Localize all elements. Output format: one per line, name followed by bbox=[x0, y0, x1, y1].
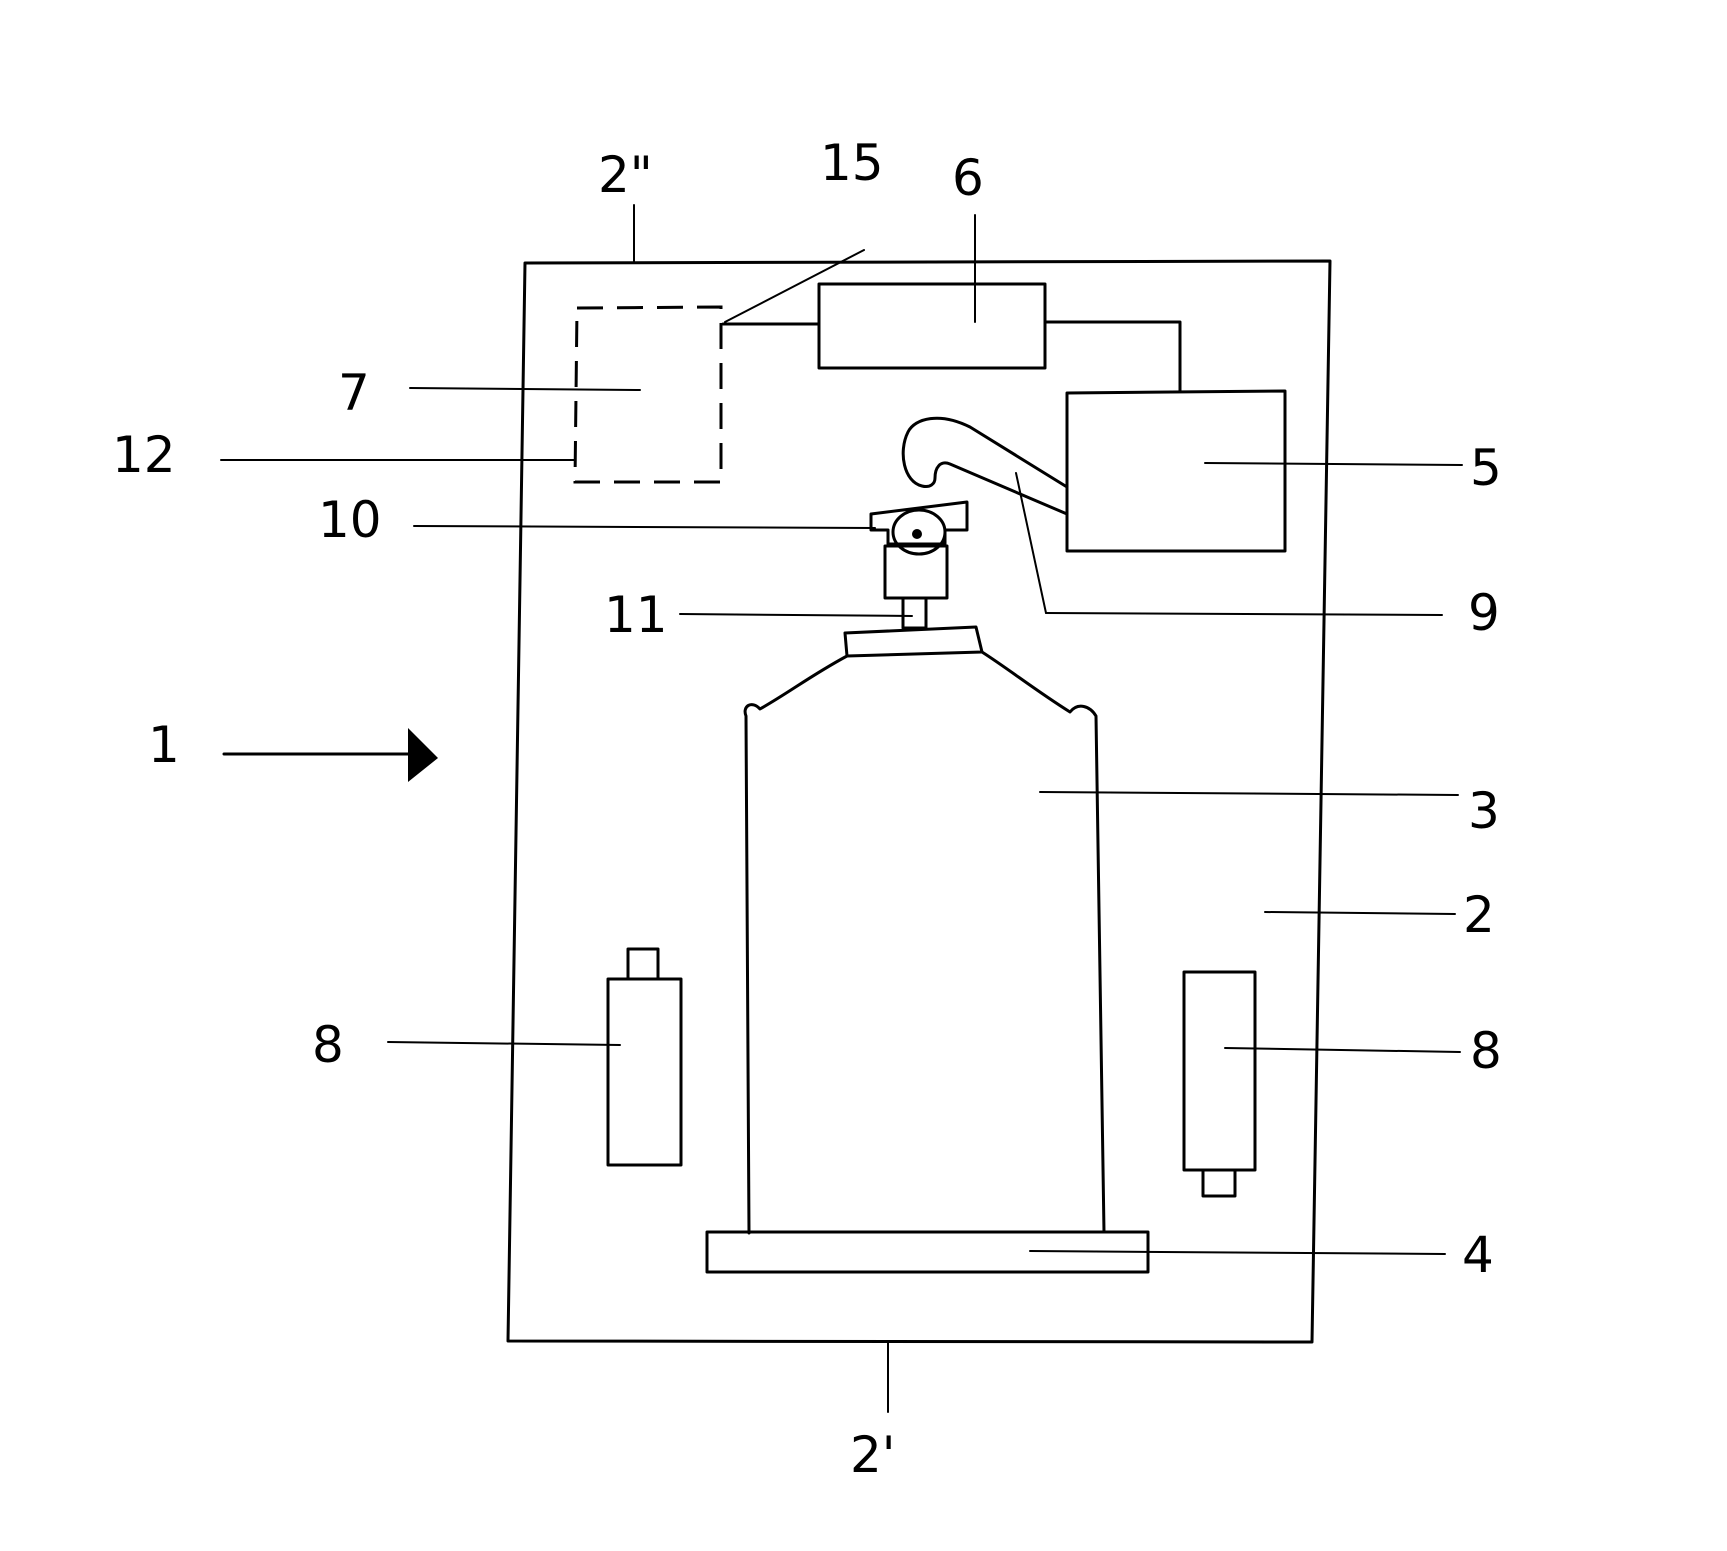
bottle-8-left-neck bbox=[628, 949, 658, 979]
leader-11 bbox=[680, 614, 912, 616]
leader-7 bbox=[410, 388, 640, 390]
cylinder-3 bbox=[745, 652, 1104, 1233]
valve-knob-center bbox=[912, 529, 922, 539]
connector-6-5 bbox=[1045, 322, 1180, 391]
neck-11 bbox=[903, 598, 926, 628]
cylinder-cap bbox=[845, 627, 982, 656]
leader-9 bbox=[1046, 613, 1442, 615]
box-5 bbox=[1067, 391, 1285, 551]
leader-5 bbox=[1205, 463, 1462, 465]
arrow-1-head bbox=[408, 728, 438, 782]
label-6: 6 bbox=[952, 149, 984, 207]
label-8-right: 8 bbox=[1470, 1022, 1502, 1080]
label-2: 2 bbox=[1463, 886, 1495, 944]
label-2p: 2' bbox=[850, 1426, 896, 1484]
leader-9-diag bbox=[1016, 473, 1046, 613]
label-11: 11 bbox=[604, 586, 668, 644]
hose-9 bbox=[903, 418, 1067, 514]
leader-3 bbox=[1040, 792, 1458, 795]
leader-4 bbox=[1030, 1251, 1445, 1254]
bottle-8-left bbox=[608, 979, 681, 1165]
label-7: 7 bbox=[338, 364, 370, 422]
label-5: 5 bbox=[1470, 439, 1502, 497]
label-3: 3 bbox=[1468, 782, 1500, 840]
dashed-box-7 bbox=[575, 307, 721, 482]
label-9: 9 bbox=[1468, 584, 1500, 642]
bottle-8-right bbox=[1184, 972, 1255, 1170]
label-1: 1 bbox=[148, 716, 180, 774]
leader-10 bbox=[414, 526, 875, 528]
label-4: 4 bbox=[1462, 1226, 1494, 1284]
label-12: 12 bbox=[112, 426, 176, 484]
leader-8-left bbox=[388, 1042, 620, 1045]
box-6 bbox=[819, 284, 1045, 368]
bottle-8-right-neck bbox=[1203, 1170, 1235, 1196]
leader-8-right bbox=[1225, 1048, 1460, 1052]
label-10: 10 bbox=[318, 491, 382, 549]
leader-2 bbox=[1265, 912, 1455, 914]
leader-15 bbox=[725, 250, 864, 322]
label-8-left: 8 bbox=[312, 1016, 344, 1074]
label-15: 15 bbox=[820, 134, 884, 192]
label-2pp: 2" bbox=[598, 146, 653, 204]
